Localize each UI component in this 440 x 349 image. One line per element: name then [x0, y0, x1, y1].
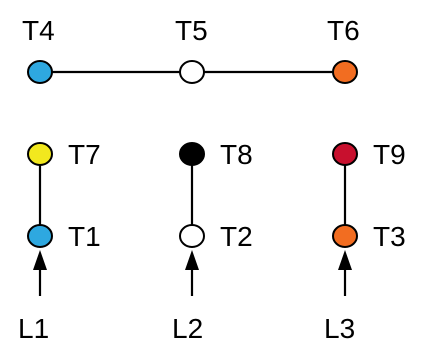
- node-label-t3: T3: [373, 221, 406, 252]
- node-t9: [333, 143, 357, 165]
- node-label-t9: T9: [373, 139, 406, 170]
- node-t1: [28, 225, 52, 247]
- node-t6: [333, 61, 357, 83]
- node-label-t7: T7: [68, 139, 101, 170]
- node-label-t2: T2: [220, 221, 253, 252]
- input-label-l3: L3: [324, 313, 355, 344]
- node-label-t8: T8: [220, 139, 253, 170]
- arrow-l3: [338, 250, 352, 296]
- node-t8: [180, 143, 204, 165]
- input-label-l1: L1: [18, 313, 49, 344]
- input-label-l2: L2: [172, 313, 203, 344]
- arrow-l2: [185, 250, 199, 296]
- node-t2: [180, 225, 204, 247]
- node-t7: [28, 143, 52, 165]
- arrow-l1: [33, 250, 47, 296]
- node-t5: [180, 61, 204, 83]
- node-t3: [333, 225, 357, 247]
- node-label-t1: T1: [68, 221, 101, 252]
- node-label-t4: T4: [22, 15, 55, 46]
- node-label-t6: T6: [327, 15, 360, 46]
- node-t4: [28, 61, 52, 83]
- node-label-t5: T5: [175, 15, 208, 46]
